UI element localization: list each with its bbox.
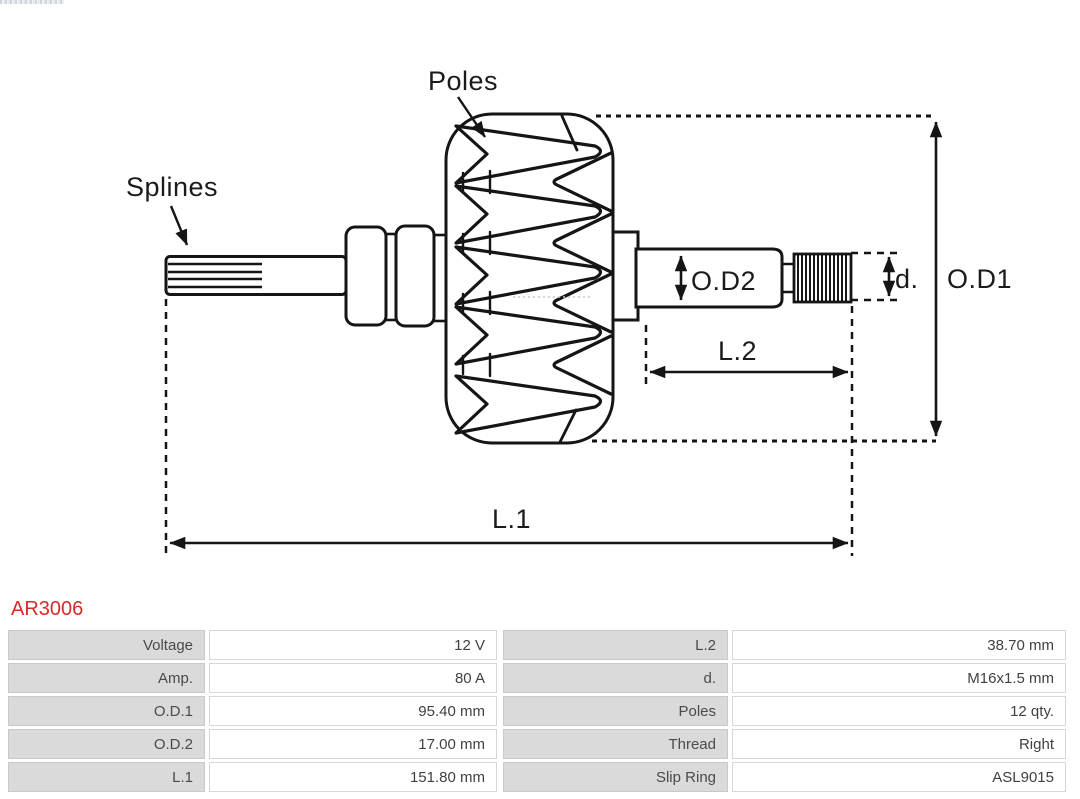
spec-label: Amp. <box>8 663 205 693</box>
watermark-sliver <box>0 0 64 4</box>
table-row: O.D.1 95.40 mm <box>8 696 497 726</box>
spec-label: O.D.2 <box>8 729 205 759</box>
spec-label: Slip Ring <box>503 762 728 792</box>
rotor-technical-drawing <box>164 96 943 556</box>
spec-label: L.1 <box>8 762 205 792</box>
spec-value: M16x1.5 mm <box>732 663 1066 693</box>
spec-value: 38.70 mm <box>732 630 1066 660</box>
spec-label: d. <box>503 663 728 693</box>
spec-label: L.2 <box>503 630 728 660</box>
spec-value: 151.80 mm <box>209 762 497 792</box>
table-row: L.1 151.80 mm <box>8 762 497 792</box>
spec-label: O.D.1 <box>8 696 205 726</box>
spec-value: ASL9015 <box>732 762 1066 792</box>
table-row: Voltage 12 V <box>8 630 497 660</box>
table-row: Thread Right <box>503 729 1066 759</box>
table-row: Poles 12 qty. <box>503 696 1066 726</box>
spec-value: 17.00 mm <box>209 729 497 759</box>
od1-label: O.D1 <box>947 264 1013 294</box>
spec-value: 95.40 mm <box>209 696 497 726</box>
part-number: AR3006 <box>11 598 84 620</box>
table-row: Slip Ring ASL9015 <box>503 762 1066 792</box>
table-row: O.D.2 17.00 mm <box>8 729 497 759</box>
table-row: d. M16x1.5 mm <box>503 663 1066 693</box>
spec-value: 80 A <box>209 663 497 693</box>
spec-label: Poles <box>503 696 728 726</box>
spec-label: Thread <box>503 729 728 759</box>
spec-table-left: Voltage 12 V Amp. 80 A O.D.1 95.40 mm O.… <box>8 630 497 792</box>
spec-table-right: L.2 38.70 mm d. M16x1.5 mm Poles 12 qty.… <box>503 630 1066 792</box>
l1-label: L.1 <box>492 504 532 534</box>
d-label: d. <box>895 264 919 294</box>
splines-label: Splines <box>126 172 219 202</box>
table-row: Amp. 80 A <box>8 663 497 693</box>
table-row: L.2 38.70 mm <box>503 630 1066 660</box>
spec-value: 12 V <box>209 630 497 660</box>
poles-label: Poles <box>428 66 499 96</box>
spec-label: Voltage <box>8 630 205 660</box>
spec-value: 12 qty. <box>732 696 1066 726</box>
spec-table: Voltage 12 V Amp. 80 A O.D.1 95.40 mm O.… <box>8 630 1066 792</box>
l2-label: L.2 <box>718 336 758 366</box>
od2-label: O.D2 <box>691 266 757 296</box>
spec-value: Right <box>732 729 1066 759</box>
